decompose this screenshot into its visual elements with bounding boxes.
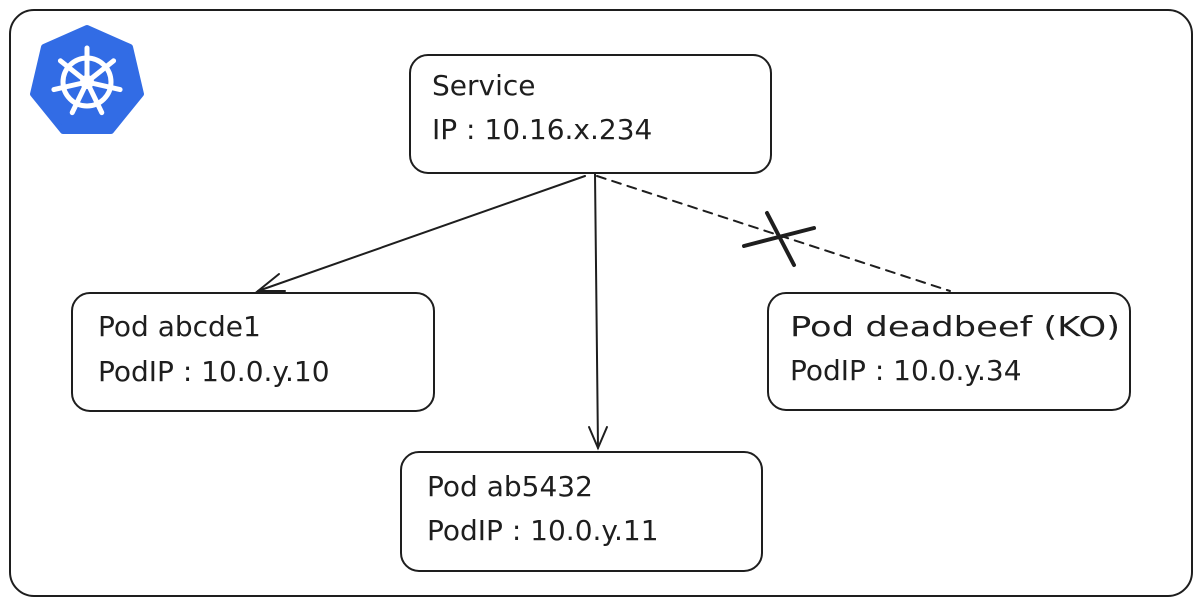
pod-node-abcde1: Pod abcde1 PodIP : 10.0.y.10 (71, 292, 435, 412)
pod-abcde1-title: Pod abcde1 (98, 310, 261, 343)
edge-service-to-pod-deadbeef (596, 175, 951, 292)
service-ip: IP : 10.16.x.234 (432, 113, 652, 146)
kubernetes-logo (30, 25, 144, 134)
pod-node-deadbeef: Pod deadbeef (KO) PodIP : 10.0.y.34 (767, 292, 1131, 411)
pod-deadbeef-title: Pod deadbeef (KO) (790, 310, 1120, 343)
outer-frame (9, 9, 1193, 597)
broken-link-cross-icon (742, 211, 816, 267)
pod-deadbeef-ip: PodIP : 10.0.y.34 (790, 354, 1022, 387)
pod-node-ab5432: Pod ab5432 PodIP : 10.0.y.11 (400, 451, 763, 572)
service-title: Service (432, 69, 535, 102)
arrowhead-pod-abcde1 (255, 273, 286, 292)
edge-service-to-pod-abcde1 (257, 175, 586, 292)
arrowhead-pod-ab5432 (588, 426, 608, 451)
pod-ab5432-ip: PodIP : 10.0.y.11 (427, 514, 659, 547)
pod-abcde1-ip: PodIP : 10.0.y.10 (98, 355, 330, 388)
helm-wheel-icon (51, 45, 123, 116)
pod-ab5432-title: Pod ab5432 (427, 470, 593, 503)
service-node: Service IP : 10.16.x.234 (409, 54, 772, 174)
edge-service-to-pod-ab5432 (594, 173, 599, 449)
